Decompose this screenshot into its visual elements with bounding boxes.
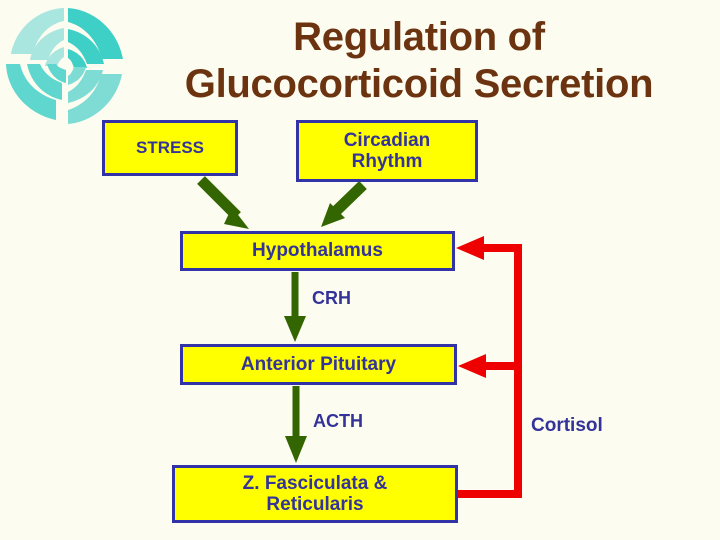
node-stress-label: STRESS	[135, 138, 205, 158]
hormone-label-acth: ACTH	[313, 411, 363, 431]
node-circadian-line-2: Rhythm	[351, 151, 423, 172]
node-zona-fasciculata-reticularis[interactable]: Z. Fasciculata & Reticularis	[172, 465, 458, 523]
node-zona-label: Z. Fasciculata & Reticularis	[243, 473, 388, 516]
node-hypothalamus[interactable]: Hypothalamus	[180, 231, 455, 271]
node-anterior-pituitary[interactable]: Anterior Pituitary	[180, 344, 457, 385]
logo-quadrant-top-right	[68, 8, 123, 68]
logo-quadrant-bottom-left	[6, 64, 66, 120]
node-stress[interactable]: STRESS	[102, 120, 238, 176]
hormone-label-cortisol: Cortisol	[531, 415, 603, 436]
arrow-circadian-to-hypothalamus	[321, 181, 367, 227]
title-line-2: Glucocorticoid Secretion	[184, 62, 654, 106]
node-anterior-pituitary-label: Anterior Pituitary	[240, 353, 397, 375]
node-hypothalamus-label: Hypothalamus	[252, 240, 383, 262]
title-line-1: Regulation of	[293, 15, 545, 59]
arrow-hypothalamus-to-pituitary	[284, 272, 306, 342]
pinwheel-swirl-logo-icon	[6, 8, 123, 124]
arrow-pituitary-to-zona	[285, 386, 307, 463]
node-circadian-line-1: Circadian	[343, 129, 431, 151]
hormone-label-crh: CRH	[312, 288, 351, 308]
node-circadian-rhythm[interactable]: Circadian Rhythm	[296, 120, 478, 182]
node-zona-line-2: Reticularis	[266, 494, 364, 515]
logo-quadrant-bottom-right	[68, 67, 122, 124]
arrow-stress-to-hypothalamus	[197, 176, 249, 229]
node-zona-line-1: Z. Fasciculata &	[242, 472, 388, 494]
slide-title: Regulation of Glucocorticoid Secretion	[120, 14, 718, 108]
logo-quadrant-top-left	[11, 8, 64, 66]
node-circadian-rhythm-label: Circadian Rhythm	[344, 130, 431, 173]
feedback-path-cortisol	[456, 236, 522, 498]
